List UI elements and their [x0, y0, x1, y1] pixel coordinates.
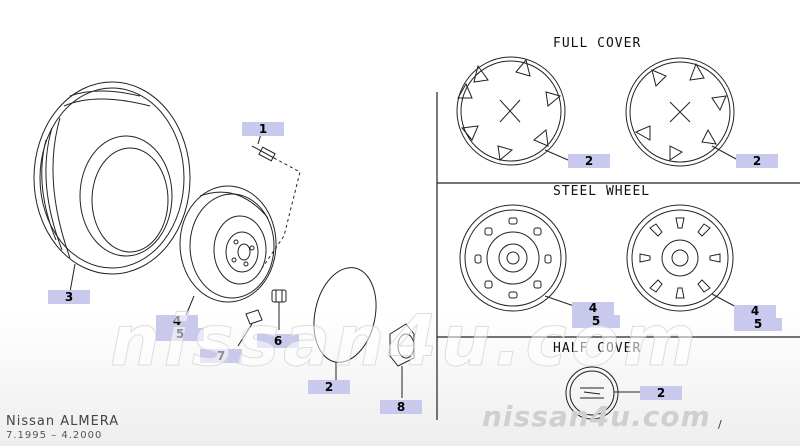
callout-1[interactable]: 1 — [242, 122, 284, 136]
tire-drawing — [33, 81, 191, 275]
model-name: Nissan ALMERA — [6, 414, 120, 429]
center-cap-drawing — [389, 323, 415, 398]
steel-wheel-right-drawing — [626, 204, 739, 312]
valve-drawing — [251, 145, 301, 269]
page-mark: / — [718, 418, 722, 431]
watermark-corner: nissan4u.com — [482, 400, 711, 433]
callout-8[interactable]: 8 — [380, 400, 422, 414]
callout-2-half-cover[interactable]: 2 — [640, 386, 682, 400]
callout-5-steel-right[interactable]: 5 — [734, 318, 782, 331]
callout-2-cap-plate[interactable]: 2 — [308, 380, 350, 394]
cap-plate-drawing — [313, 267, 377, 382]
callout-4-steel-left[interactable]: 4 — [572, 302, 614, 315]
section-label-half-cover: HALF COVER — [553, 341, 642, 356]
steel-wheel-left-drawing — [459, 204, 575, 312]
production-dates: 7.1995 – 4.2000 — [6, 430, 103, 441]
rim-drawing — [179, 185, 277, 303]
nut-drawing — [271, 289, 287, 330]
callout-7[interactable]: 7 — [200, 349, 242, 363]
watermark-center: nissan4u.com — [110, 300, 700, 383]
callout-2-full-cover-left[interactable]: 2 — [568, 154, 610, 168]
callout-3[interactable]: 3 — [48, 290, 90, 304]
callout-5-main[interactable]: 5 — [156, 328, 204, 341]
callout-4-steel-right[interactable]: 4 — [734, 305, 776, 318]
section-label-full-cover: FULL COVER — [553, 36, 642, 51]
section-label-steel-wheel: STEEL WHEEL — [553, 184, 651, 199]
full-cover-right-drawing — [625, 57, 739, 167]
callout-6[interactable]: 6 — [257, 334, 299, 348]
half-cover-drawing — [565, 366, 644, 420]
callout-5-steel-left[interactable]: 5 — [572, 315, 620, 328]
full-cover-left-drawing — [456, 56, 569, 166]
callout-4-main[interactable]: 4 — [156, 315, 198, 328]
callout-2-full-cover-right[interactable]: 2 — [736, 154, 778, 168]
weight-drawing — [237, 309, 263, 347]
